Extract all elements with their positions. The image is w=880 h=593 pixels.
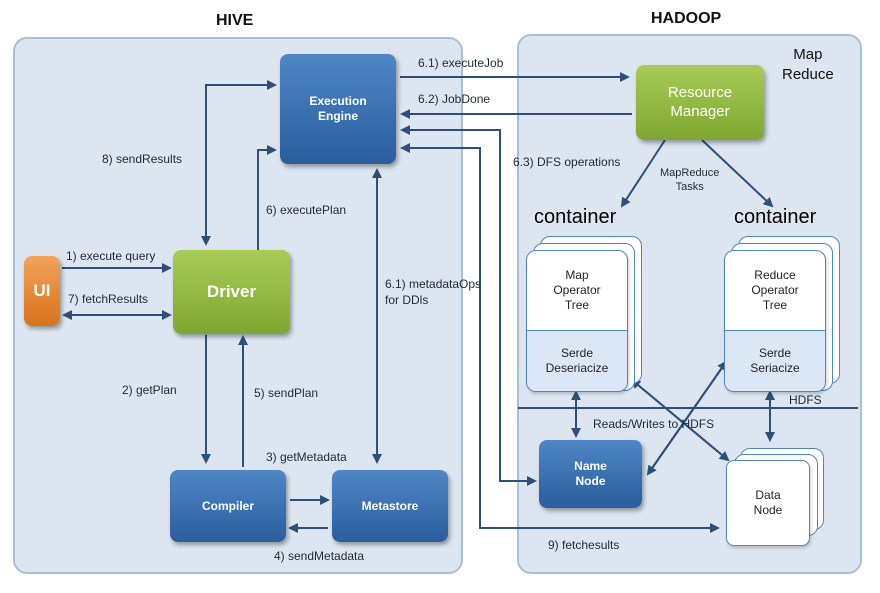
container-title-map: container bbox=[534, 206, 617, 228]
map-operator-tree-line3: Tree bbox=[564, 297, 590, 312]
label-send-results: 8) sendResults bbox=[102, 152, 183, 166]
data-node-label-1: Data bbox=[755, 488, 781, 502]
data-node: Data Node bbox=[726, 460, 810, 546]
label-send-metadata: 4) sendMetadata bbox=[274, 549, 365, 563]
arrow-send-results bbox=[201, 84, 275, 246]
compiler-node: Compiler bbox=[170, 470, 286, 542]
label-mapreduce-tasks-line1: MapReduce bbox=[660, 167, 720, 179]
compiler-node-label: Compiler bbox=[201, 498, 254, 513]
hive-title: HIVE bbox=[216, 12, 254, 29]
mapreduce-label-line1: Map bbox=[793, 46, 823, 63]
label-mapreduce-tasks-line2: Tasks bbox=[675, 180, 704, 193]
ui-node: UI bbox=[24, 256, 60, 326]
reduce-operator-tree-line3: Tree bbox=[762, 297, 788, 312]
map-serde-line1: Serde bbox=[560, 346, 593, 360]
label-metadata-ops: 6.1) metadataOps for DDls bbox=[385, 277, 481, 308]
arrow-mapreduce-left bbox=[620, 139, 666, 208]
label-hdfs: HDFS bbox=[789, 393, 822, 407]
reduce-operator-tree-line1: Reduce bbox=[754, 267, 796, 282]
mapreduce-label-line2: Reduce bbox=[782, 65, 834, 83]
resource-manager-label-1: Resource bbox=[667, 83, 733, 101]
label-dfs-operations: 6.3) DFS operations bbox=[513, 155, 621, 169]
label-fetch-results: 7) fetchResults bbox=[68, 292, 149, 306]
hadoop-title: HADOOP bbox=[651, 10, 722, 27]
data-node-label-2: Node bbox=[753, 503, 783, 517]
label-fetch-esults: 9) fetchesults bbox=[548, 538, 620, 552]
label-job-done: 6.2) JobDone bbox=[418, 92, 491, 106]
label-reads-writes: Reads/Writes to HDFS bbox=[593, 417, 715, 431]
label-get-plan: 2) getPlan bbox=[122, 383, 177, 397]
container-title-reduce: container bbox=[734, 206, 817, 228]
arrow-cross-namenode-reduce-back bbox=[646, 361, 727, 476]
metastore-node: Metastore bbox=[332, 470, 448, 542]
reduce-serde-line2: Seriacize bbox=[750, 361, 800, 375]
name-node: Name Node bbox=[539, 440, 642, 508]
map-container: Map Operator Tree Serde Deseriacize bbox=[526, 250, 628, 392]
execution-engine-node: Execution Engine bbox=[280, 54, 396, 164]
reduce-serde: Serde Seriacize bbox=[725, 330, 825, 391]
execution-engine-label-2: Engine bbox=[317, 109, 358, 123]
map-operator-tree-line1: Map bbox=[565, 267, 589, 282]
label-mapreduce-tasks: MapReduce Tasks bbox=[660, 167, 719, 195]
mapreduce-label: Map Reduce bbox=[782, 45, 834, 84]
driver-node-label: Driver bbox=[206, 282, 257, 302]
name-node-label-2: Node bbox=[575, 474, 606, 488]
label-send-plan: 5) sendPlan bbox=[254, 386, 319, 400]
label-execute-query: 1) execute query bbox=[66, 249, 156, 263]
map-serde: Serde Deseriacize bbox=[527, 330, 627, 391]
resource-manager-node: Resource Manager bbox=[636, 65, 764, 140]
label-metadata-ops-line2: for DDls bbox=[385, 292, 429, 307]
label-execute-plan: 6) executePlan bbox=[266, 203, 347, 217]
ui-node-label: UI bbox=[33, 281, 51, 301]
reduce-operator-tree: Reduce Operator Tree bbox=[725, 251, 825, 329]
driver-node: Driver bbox=[173, 250, 290, 334]
label-get-metadata: 3) getMetadata bbox=[266, 450, 347, 464]
label-metadata-ops-line1: 6.1) metadataOps bbox=[385, 277, 482, 291]
metastore-node-label: Metastore bbox=[361, 498, 419, 513]
map-operator-tree: Map Operator Tree bbox=[527, 251, 627, 329]
reduce-serde-line1: Serde bbox=[758, 346, 791, 360]
map-serde-line2: Deseriacize bbox=[545, 361, 609, 375]
execution-engine-label-1: Execution bbox=[309, 94, 367, 108]
map-operator-tree-line2: Operator bbox=[553, 282, 601, 297]
arrow-mapreduce-right bbox=[701, 139, 774, 208]
arrow-cross-map-datanode-back bbox=[630, 378, 729, 461]
arrow-execute-plan bbox=[257, 145, 277, 250]
reduce-operator-tree-line2: Operator bbox=[751, 282, 799, 297]
reduce-container: Reduce Operator Tree Serde Seriacize bbox=[724, 250, 826, 392]
name-node-label-1: Name bbox=[574, 459, 607, 473]
resource-manager-label-2: Manager bbox=[670, 102, 730, 120]
label-execute-job: 6.1) executeJob bbox=[418, 56, 504, 70]
hdfs-divider bbox=[518, 407, 858, 409]
